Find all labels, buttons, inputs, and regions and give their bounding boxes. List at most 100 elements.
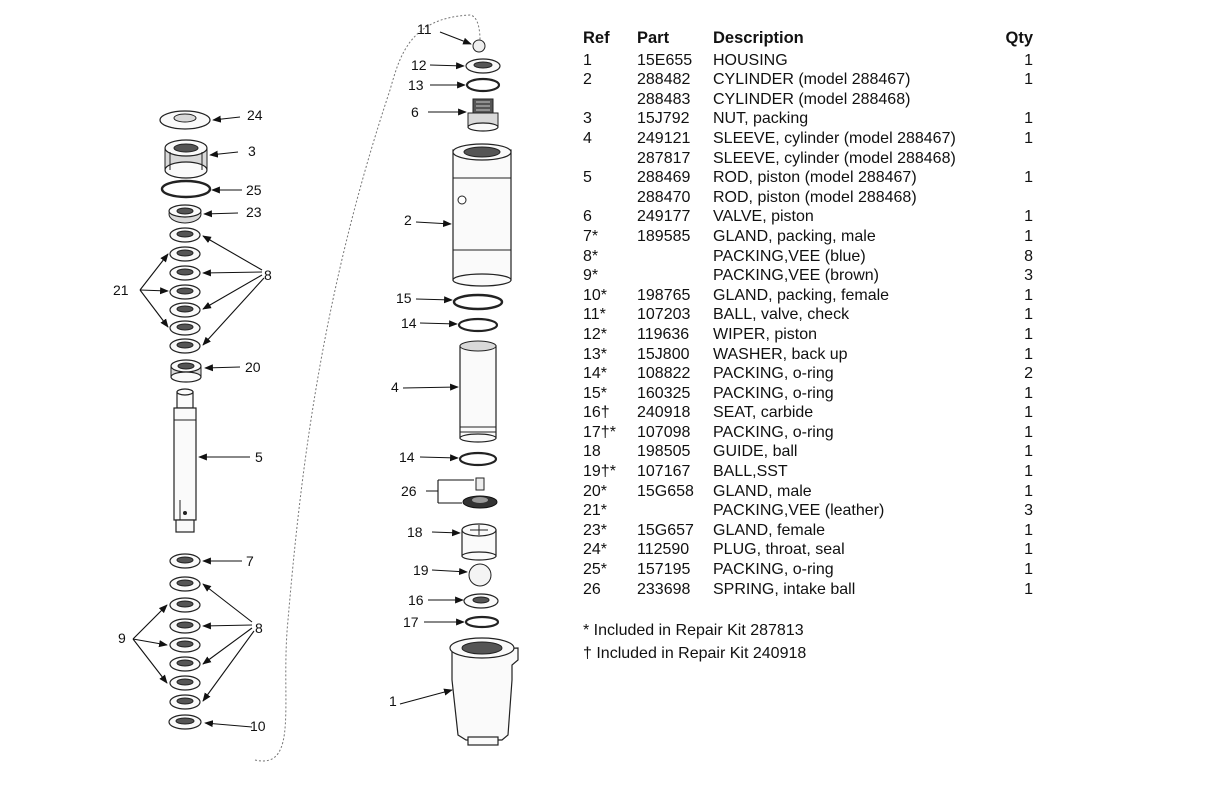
header-part: Part (637, 29, 670, 47)
table-row: 9*PACKING,VEE (brown)3 (583, 266, 1033, 286)
cell-qty: 1 (1024, 482, 1033, 500)
cell-part: 108822 (637, 365, 691, 383)
cell-ref: 23* (583, 521, 608, 539)
cell-ref: 10* (583, 286, 608, 304)
part-18-ball-guide (461, 523, 497, 561)
callout-9: 9 (118, 630, 126, 646)
cell-description: PLUG, throat, seal (713, 541, 845, 559)
part-12-piston-wiper (465, 58, 501, 74)
part-4-cylinder-sleeve (459, 340, 497, 443)
note-repair-kit-star: * Included in Repair Kit 287813 (583, 622, 804, 639)
callout-14-upper: 14 (401, 315, 417, 331)
cell-description: NUT, packing (713, 110, 809, 128)
cell-ref: 26 (583, 580, 601, 598)
cell-description: BALL, valve, check (713, 306, 850, 324)
cell-qty: 1 (1024, 208, 1033, 226)
cell-qty: 1 (1024, 129, 1033, 147)
cell-qty: 1 (1024, 443, 1033, 461)
note-repair-kit-dagger: † Included in Repair Kit 240918 (583, 645, 807, 662)
cell-part: 189585 (637, 227, 691, 245)
cell-description: HOUSING (713, 51, 788, 69)
cell-ref: 17†* (583, 423, 616, 441)
cell-ref: 19†* (583, 463, 616, 481)
cell-part: 233698 (637, 580, 691, 598)
cell-description: PACKING,VEE (blue) (713, 247, 866, 265)
cell-ref: 24* (583, 541, 608, 559)
cell-qty: 3 (1024, 502, 1033, 520)
cell-part: 198765 (637, 286, 691, 304)
callout-16: 16 (408, 592, 424, 608)
cell-description: GLAND, male (713, 482, 812, 500)
cell-qty: 1 (1024, 561, 1033, 579)
cell-part: 240918 (637, 404, 691, 422)
callout-20: 20 (245, 359, 261, 375)
cell-qty (993, 90, 1033, 110)
callout-1: 1 (389, 693, 397, 709)
part-6-piston-valve (467, 98, 499, 132)
cell-qty (993, 188, 1033, 208)
cell-part: 287817 (637, 149, 691, 167)
cell-ref: 16† (583, 404, 610, 422)
cell-ref: 14* (583, 365, 608, 383)
table-row: 21*PACKING,VEE (leather)3 (583, 501, 1033, 521)
center-leader-lines (399, 31, 474, 705)
cell-qty: 1 (1024, 404, 1033, 422)
cell-description: WASHER, back up (713, 345, 848, 363)
part-25-o-ring (160, 179, 212, 199)
callout-4: 4 (391, 379, 399, 395)
cell-part: 288470 (637, 188, 691, 206)
part-20-male-gland (170, 359, 202, 383)
cell-qty: 1 (1024, 110, 1033, 128)
callout-13: 13 (408, 77, 424, 93)
callout-19: 19 (413, 562, 429, 578)
callout-17: 17 (403, 614, 419, 630)
callout-12: 12 (411, 57, 427, 73)
cell-qty: 2 (1024, 365, 1033, 383)
part-19-steel-ball (468, 563, 492, 587)
part-15-o-ring (452, 293, 504, 311)
callout-5: 5 (255, 449, 263, 465)
cell-qty: 1 (1024, 71, 1033, 89)
part-23-female-gland (168, 204, 202, 224)
cell-ref: 15* (583, 384, 608, 402)
cell-ref (583, 90, 637, 110)
cell-description: CYLINDER (model 288468) (713, 90, 911, 108)
cell-part: 107203 (637, 306, 691, 324)
cell-qty: 1 (1024, 306, 1033, 324)
cell-description: CYLINDER (model 288467) (713, 71, 911, 89)
callout-18: 18 (407, 524, 423, 540)
cell-ref: 8* (583, 247, 599, 265)
cell-ref: 7* (583, 227, 599, 245)
callout-11: 11 (417, 21, 432, 37)
part-13-backup-washer (465, 77, 501, 93)
cell-part: 198505 (637, 443, 691, 461)
header-qty: Qty (1005, 29, 1033, 47)
cell-description: PACKING,VEE (brown) (713, 267, 879, 285)
callout-labels: 24 3 25 23 8 21 20 5 7 8 9 10 11 12 13 6… (113, 21, 432, 734)
cell-part: 15J792 (637, 110, 690, 128)
cell-ref: 2 (583, 71, 592, 89)
cell-description: WIPER, piston (713, 325, 818, 343)
cell-description: PACKING, o-ring (713, 561, 834, 579)
cell-ref: 20* (583, 482, 608, 500)
cell-part: 15J800 (637, 345, 690, 363)
part-16-carbide-seat (463, 593, 499, 609)
cell-ref: 18 (583, 443, 601, 461)
cell-part: 15E655 (637, 51, 693, 69)
cell-qty: 1 (1024, 169, 1033, 187)
cell-part: 107167 (637, 463, 691, 481)
